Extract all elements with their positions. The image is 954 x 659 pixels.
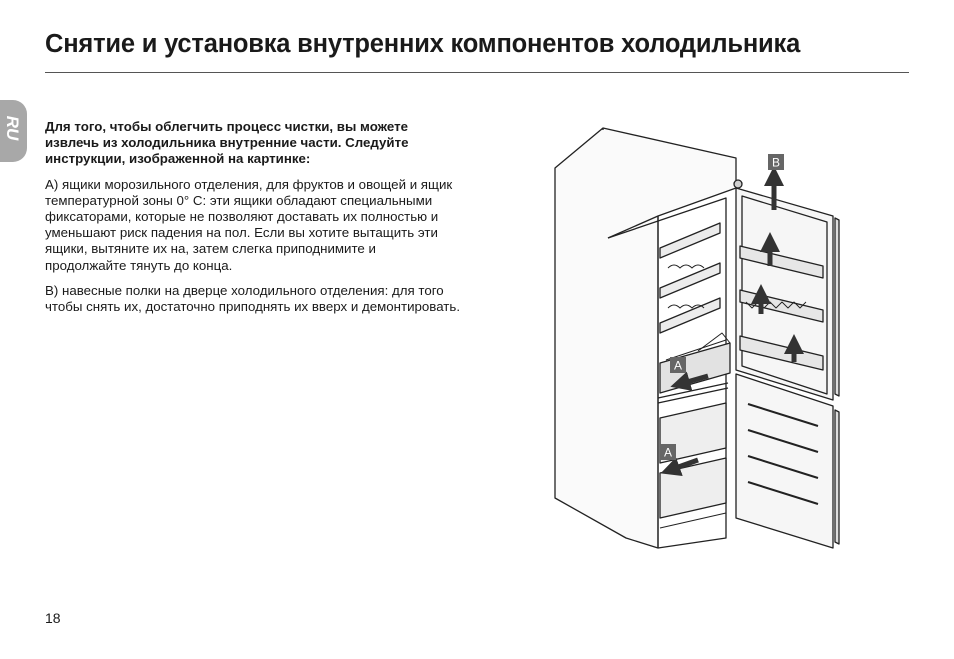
language-tab-label: RU [3, 115, 22, 141]
label-a-fridge: A [674, 359, 682, 373]
instructions-paragraph-a: А) ящики морозильного отделения, для фру… [45, 176, 453, 273]
page-title: Снятие и установка внутренних компоненто… [45, 30, 801, 58]
title-divider [45, 72, 909, 73]
instructions-paragraph-b: В) навесные полки на дверце холодильного… [45, 282, 461, 315]
fridge-illustration: B A A [554, 127, 840, 549]
label-b: B [772, 156, 780, 170]
instructions-intro: Для того, чтобы облегчить процесс чистки… [45, 119, 409, 167]
instructions-text: Для того, чтобы облегчить процесс чистки… [45, 119, 460, 324]
label-a-freezer: A [664, 446, 672, 460]
language-tab: RU [0, 100, 27, 162]
page-number: 18 [45, 610, 61, 626]
